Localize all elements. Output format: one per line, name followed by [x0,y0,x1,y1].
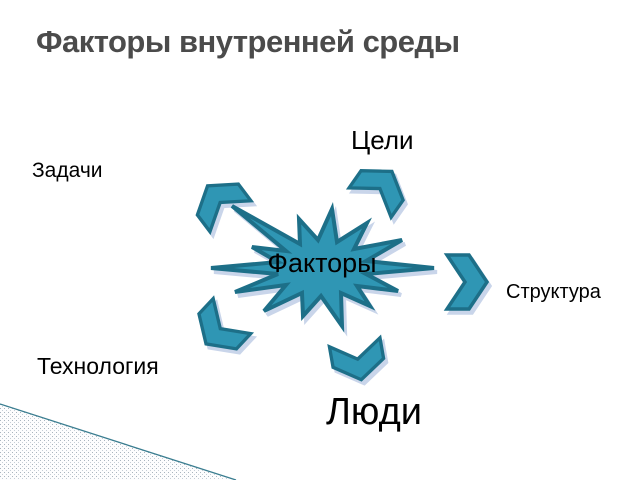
label-tasks: Задачи [32,159,103,182]
arrow-tasks-icon [195,182,255,236]
slide-title: Факторы внутренней среды [36,24,460,59]
arrow-technology-icon [197,295,255,351]
corner-decoration [0,403,237,480]
arrow-structure-icon [443,253,490,311]
label-technology: Технология [37,353,159,379]
label-goals: Цели [351,125,414,155]
starburst-center-label: Факторы [267,248,377,279]
factors-starburst-shape [210,202,435,333]
label-people: Люди [325,391,423,433]
label-structure: Структура [506,281,601,303]
arrow-people-icon [327,334,386,382]
arrow-goals-icon [345,169,405,221]
